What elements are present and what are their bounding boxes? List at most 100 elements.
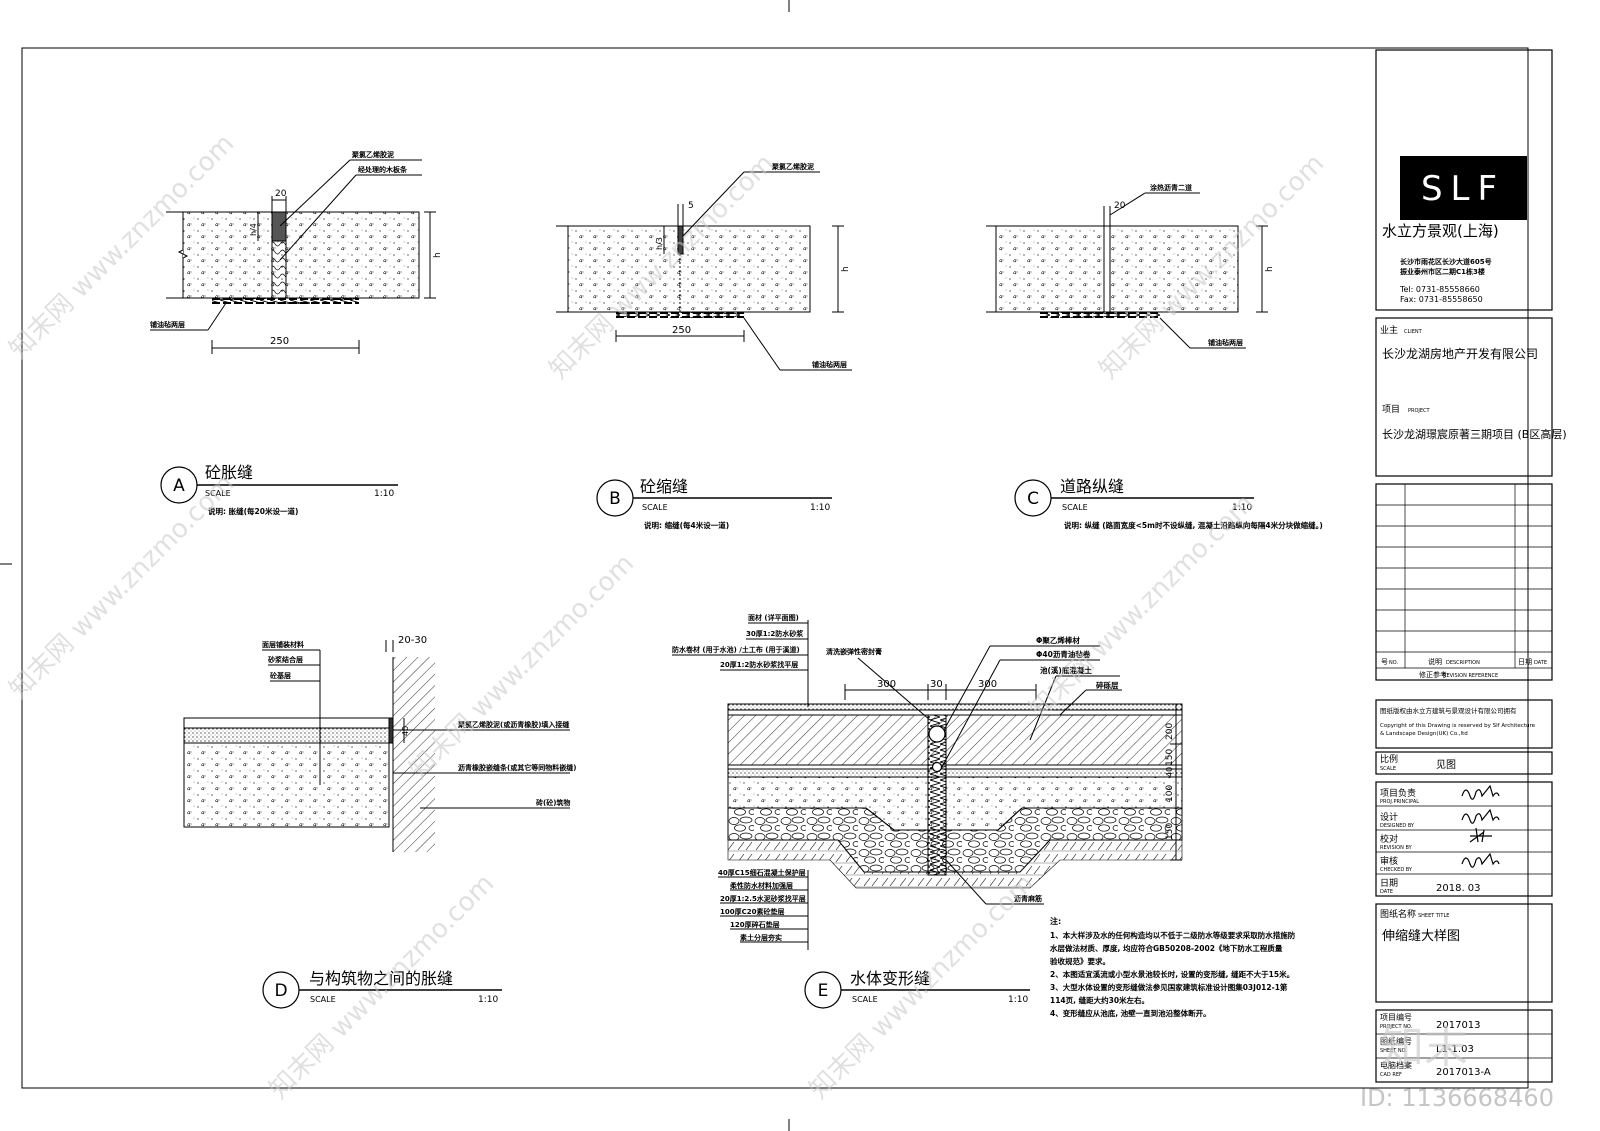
detail-a: 20 h/4 h 250 聚氯乙烯胶泥 经处理的木板条 铺油毡两层 A 砼胀缝 … [150, 150, 443, 516]
svg-text:防水卷材 (用于水池) /土工布 (用于溪道): 防水卷材 (用于水池) /土工布 (用于溪道) [672, 645, 800, 654]
svg-text:Copyright of this Drawing is r: Copyright of this Drawing is reserved by… [1380, 723, 1536, 729]
svg-text:聚氯乙烯胶泥(或沥青橡胶)填入接缝: 聚氯乙烯胶泥(或沥青橡胶)填入接缝 [457, 720, 569, 729]
svg-text:DATE: DATE [1380, 889, 1393, 895]
project-label: 项目 [1382, 404, 1400, 415]
svg-text:聚氯乙烯胶泥: 聚氯乙烯胶泥 [351, 150, 394, 159]
svg-text:CHECKED BY: CHECKED BY [1380, 867, 1413, 873]
svg-text:知末网 www.znzmo.com: 知末网 www.znzmo.com [804, 869, 1040, 1105]
svg-text:20: 20 [275, 189, 287, 199]
svg-text:水层做法材质、厚度, 均应符合GB50208-2002《地下: 水层做法材质、厚度, 均应符合GB50208-2002《地下防水工程质量 [1050, 943, 1283, 953]
svg-text:SCALE: SCALE [1380, 766, 1396, 772]
detail-c-letter: C [1027, 489, 1039, 509]
project-no: 2017013 [1436, 1020, 1481, 1031]
svg-text:100厚C20素砼垫层: 100厚C20素砼垫层 [720, 907, 785, 916]
detail-b-note: 说明: 缩缝(每4米设一道) [644, 520, 729, 530]
svg-text:沥青麻筋: 沥青麻筋 [1014, 894, 1042, 903]
svg-text:40: 40 [1165, 767, 1174, 777]
svg-text:150: 150 [1165, 749, 1175, 766]
detail-a-note: 说明: 胀缝(每20米设一道) [208, 506, 298, 516]
brand-watermark: 知末 [1380, 1022, 1468, 1073]
detail-d: 20-30 40 面层铺装材料 砂浆结合层 砼基层 聚氯乙烯胶泥(或沥青橡胶)填… [183, 635, 576, 1009]
detail-e-title: 水体变形缝 [850, 969, 930, 988]
svg-text:说明: 说明 [1428, 657, 1442, 666]
detail-e-letter: E [818, 981, 829, 1001]
detail-d-title: 与构筑物之间的胀缝 [309, 969, 453, 988]
svg-text:20: 20 [1114, 201, 1126, 211]
svg-text:项目编号: 项目编号 [1380, 1012, 1412, 1022]
svg-text:40: 40 [401, 726, 410, 736]
svg-text:250: 250 [672, 325, 691, 336]
svg-text:Φ40沥青油毡卷: Φ40沥青油毡卷 [1036, 649, 1091, 659]
client-label: 业主 [1380, 324, 1398, 336]
svg-text:注:: 注: [1050, 916, 1061, 926]
svg-text:项目负责: 项目负责 [1380, 787, 1416, 799]
svg-text:NO.: NO. [1389, 660, 1398, 666]
svg-text:40厚C15细石混凝土保护层: 40厚C15细石混凝土保护层 [718, 868, 806, 877]
svg-text:砂浆结合层: 砂浆结合层 [268, 655, 303, 664]
svg-text:图纸名称: 图纸名称 [1380, 908, 1416, 920]
svg-text:h/4: h/4 [249, 223, 258, 236]
svg-text:1:10: 1:10 [374, 489, 394, 499]
svg-text:素土分层夯实: 素土分层夯实 [740, 933, 782, 942]
svg-text:面材 (详平面图): 面材 (详平面图) [748, 613, 799, 622]
svg-text:DESCRIPTION: DESCRIPTION [1446, 660, 1480, 666]
svg-text:PROJ.PRINCIPAL: PROJ.PRINCIPAL [1380, 799, 1419, 805]
svg-text:池(溪)底混凝土: 池(溪)底混凝土 [1040, 665, 1092, 675]
copyright-cn: 图纸版权由水立方建筑与景观设计有限公司拥有 [1380, 706, 1517, 715]
svg-text:日期: 日期 [1518, 658, 1532, 666]
sheet-title: 伸缩缝大样图 [1382, 928, 1460, 944]
svg-text:h: h [433, 252, 443, 258]
svg-text:30: 30 [930, 679, 943, 690]
detail-c: 20 h 涂热沥青二道 铺油毡两层 C 道路纵缝 SCALE 1:10 说明: … [986, 183, 1323, 530]
svg-text:2、本图适宜溪流或小型水景池较长时, 设置的变形缝, 缝距不: 2、本图适宜溪流或小型水景池较长时, 设置的变形缝, 缝距不大于15米。 [1050, 969, 1294, 979]
fax: Fax: 0731-85558650 [1400, 295, 1483, 304]
svg-text:h/3: h/3 [655, 237, 664, 250]
svg-text:20厚1:2防水砂浆找平层: 20厚1:2防水砂浆找平层 [720, 660, 798, 669]
detail-e: 300 30 300 200 150 40 100 150 面材 (详平面图) … [672, 613, 1296, 1018]
detail-b-letter: B [609, 489, 621, 509]
svg-text:铺油毡两层: 铺油毡两层 [1208, 338, 1243, 347]
svg-text:涂热沥青二道: 涂热沥青二道 [1150, 183, 1192, 192]
tel: Tel: 0731-85558660 [1399, 285, 1480, 294]
svg-text:120厚碎石垫层: 120厚碎石垫层 [730, 920, 780, 929]
detail-b: 5 h/3 h 250 聚氯乙烯胶泥 铺油毡两层 B 砼缩缝 SCALE 1:1… [556, 162, 852, 530]
detail-a-title: 砼胀缝 [205, 463, 253, 482]
svg-text:5: 5 [688, 201, 694, 211]
svg-text:SCALE: SCALE [1062, 503, 1088, 512]
svg-text:SHEET NO.: SHEET NO. [1380, 1048, 1407, 1054]
svg-text:面层铺装材料: 面层铺装材料 [262, 640, 304, 649]
svg-text:3、大型水体设置的变形缝做法参见国家建筑标准设计图集03J0: 3、大型水体设置的变形缝做法参见国家建筑标准设计图集03J012-1第 [1050, 982, 1288, 992]
svg-text:CAD REF: CAD REF [1380, 1072, 1402, 1078]
svg-text:清洗嵌弹性密封膏: 清洗嵌弹性密封膏 [826, 647, 882, 656]
svg-text:250: 250 [270, 336, 289, 347]
svg-text:SHEET TITLE: SHEET TITLE [1418, 913, 1449, 919]
company-logo [1400, 156, 1527, 220]
svg-text:验收规范》要求。: 验收规范》要求。 [1050, 956, 1110, 966]
svg-text:PROJECT NO.: PROJECT NO. [1380, 1024, 1413, 1030]
svg-text:1:10: 1:10 [810, 503, 830, 513]
svg-text:CLIENT: CLIENT [1404, 329, 1423, 335]
svg-text:砼基层: 砼基层 [270, 671, 291, 680]
svg-text:REVISION REFERENCE: REVISION REFERENCE [1443, 673, 1498, 679]
detail-b-title: 砼缩缝 [640, 477, 688, 496]
svg-text:修正参考: 修正参考 [1419, 670, 1447, 679]
id-watermark: ID: 1136668460 [1360, 1084, 1554, 1112]
cad-ref: 2017013-A [1436, 1067, 1491, 1078]
title-block: SLF 水立方景观(上海) 长沙市雨花区长沙大道605号 振业泰州市区二期C1栋… [1375, 49, 1567, 1083]
svg-text:铺油毡两层: 铺油毡两层 [812, 360, 847, 369]
svg-text:150: 150 [1165, 823, 1175, 840]
svg-text:300: 300 [978, 679, 997, 690]
svg-text:电脑档案: 电脑档案 [1380, 1060, 1412, 1070]
svg-text:& Landscape Design(UK) Co.,ltd: & Landscape Design(UK) Co.,ltd [1380, 731, 1468, 737]
svg-text:知末网 www.znzmo.com: 知末网 www.znzmo.com [4, 469, 240, 705]
date-value: 2018. 03 [1436, 883, 1481, 894]
address-line-1: 长沙市雨花区长沙大道605号 [1400, 257, 1492, 266]
svg-text:沥青橡胶嵌缝条(或其它等同物料嵌缝): 沥青橡胶嵌缝条(或其它等同物料嵌缝) [458, 763, 576, 772]
svg-text:DATE: DATE [1534, 660, 1547, 666]
svg-text:图纸编号: 图纸编号 [1380, 1036, 1412, 1046]
company-name: 水立方景观(上海) [1382, 222, 1499, 240]
detail-d-letter: D [274, 981, 287, 1001]
svg-text:Φ聚乙烯棒材: Φ聚乙烯棒材 [1036, 635, 1080, 645]
svg-text:SCALE: SCALE [310, 995, 336, 1004]
